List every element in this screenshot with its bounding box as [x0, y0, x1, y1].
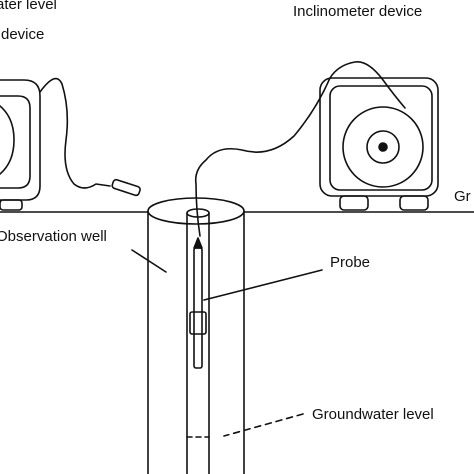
inclinometer-casing: [186, 208, 210, 474]
inclinometer-foot-left: [339, 195, 369, 211]
observation-well-label: Observation well: [0, 228, 107, 245]
probe-label: Probe: [330, 254, 371, 271]
inclinometer-reel-hub: [378, 142, 388, 152]
groundwater-level-label: Groundwater level: [312, 406, 434, 423]
probe: [189, 237, 207, 369]
inclinometer-device-body: [319, 77, 439, 211]
observation-well: [147, 197, 245, 474]
ground-label: Gr: [454, 188, 471, 205]
probe-leader: [203, 269, 323, 301]
water-level-cable: [39, 77, 111, 189]
groundwater-level-leader: [223, 413, 304, 437]
water-level-device: [0, 79, 41, 211]
water-level-device-label-line1: ater level: [0, 0, 57, 13]
inclinometer-device-label: Inclinometer device: [293, 3, 423, 20]
inclinometer-reel: [342, 106, 424, 188]
water-level-device-label-line2: device: [1, 26, 45, 43]
inclinometer-cable: [194, 61, 406, 237]
inclinometer-foot-right: [399, 195, 429, 211]
water-level-sensor: [111, 178, 141, 197]
left-device-foot: [0, 199, 23, 211]
observation-well-leader: [131, 249, 167, 273]
